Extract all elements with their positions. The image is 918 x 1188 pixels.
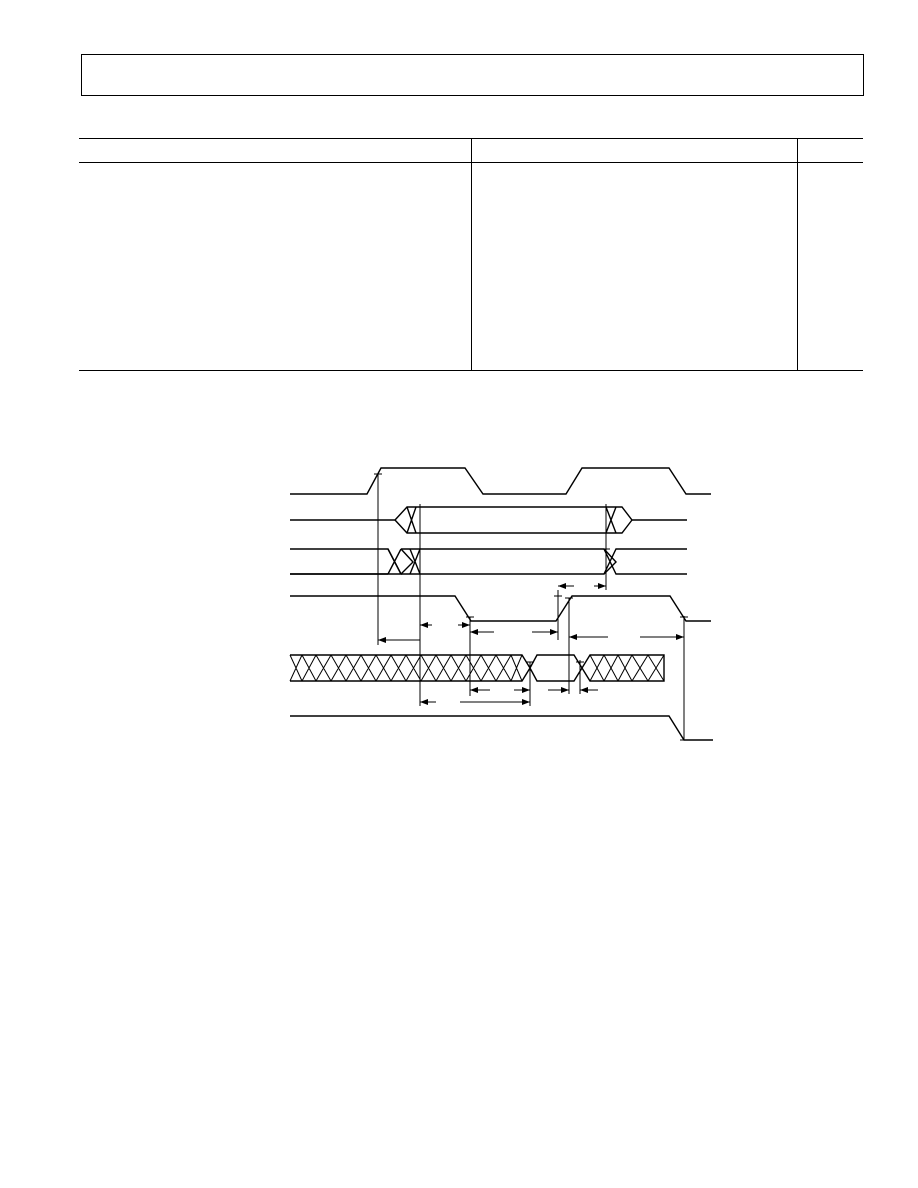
data-stream-outline (581, 654, 665, 682)
data-stream-hatch (289, 654, 523, 682)
arrowhead (462, 622, 470, 628)
table-column-divider (797, 138, 798, 371)
enable-waveform (290, 715, 713, 741)
arrowhead (580, 687, 588, 693)
bus-transition-line (603, 548, 687, 575)
arrowhead (522, 699, 530, 705)
arrowhead (561, 687, 569, 693)
spec-table (79, 138, 863, 371)
arrowhead (378, 637, 386, 643)
arrowhead (420, 699, 428, 705)
header-title-box (81, 54, 864, 96)
bus-transition-line (409, 548, 421, 575)
arrowhead (522, 687, 530, 693)
arrowhead (550, 629, 558, 635)
arrowhead (676, 634, 684, 640)
data-stream-hatch (589, 654, 665, 682)
bus-transition-line (401, 548, 617, 575)
bus-transition-line (400, 548, 414, 575)
clock-waveform (290, 467, 711, 495)
data-bus-line (290, 506, 687, 521)
arrowhead (569, 634, 577, 640)
arrowhead (470, 687, 478, 693)
data-stream-outline (529, 654, 583, 682)
data-bus-crossing (406, 506, 617, 534)
data-bus-line (394, 519, 633, 534)
arrowhead (598, 583, 606, 589)
table-column-divider (471, 138, 472, 371)
strobe-waveform (290, 595, 711, 622)
arrowhead (558, 583, 566, 589)
bus-transition-line (387, 548, 402, 575)
bus-transition-line (290, 548, 403, 575)
edge-tick (374, 473, 688, 741)
arrowhead (470, 629, 478, 635)
arrowhead (420, 622, 428, 628)
